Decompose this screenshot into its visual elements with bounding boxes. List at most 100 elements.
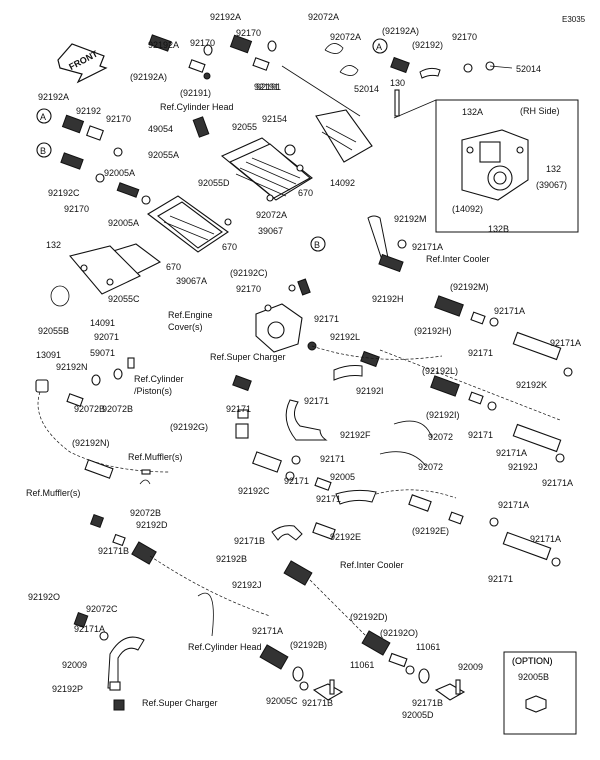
part-label: 92192F bbox=[340, 430, 371, 440]
part-label: (OPTION) bbox=[512, 656, 553, 666]
part-label: 92171 bbox=[284, 476, 309, 486]
part-label: 92192M bbox=[394, 214, 427, 224]
part-label: 92055A bbox=[148, 150, 179, 160]
part-label: 59071 bbox=[90, 348, 115, 358]
part-label: 92009 bbox=[458, 662, 483, 672]
part-label: 92192L bbox=[330, 332, 360, 342]
part-label: (92192B) bbox=[290, 640, 327, 650]
part-label: 92192A bbox=[38, 92, 69, 102]
part-label: 92191 bbox=[256, 82, 281, 92]
part-label: Ref.Cylinder bbox=[134, 374, 184, 384]
part-label: 92192H bbox=[372, 294, 404, 304]
part-label: 92171A bbox=[74, 624, 105, 634]
part-label: 92171B bbox=[412, 698, 443, 708]
part-label: 92192I bbox=[356, 386, 384, 396]
cover-assembly bbox=[50, 109, 373, 307]
part-label: (92192M) bbox=[450, 282, 489, 292]
bottom-section: (OPTION) bbox=[73, 612, 577, 735]
part-label: (39067) bbox=[536, 180, 567, 190]
part-label: 92171A bbox=[494, 306, 525, 316]
part-label: (92192A) bbox=[382, 26, 419, 36]
inset-title: (RH Side) bbox=[520, 106, 560, 116]
part-label: Ref.Cylinder Head bbox=[160, 102, 234, 112]
part-label: Ref.Cylinder Head bbox=[188, 642, 262, 652]
part-label: 92171 bbox=[320, 454, 345, 464]
part-label: 92072B bbox=[74, 404, 105, 414]
part-label: 92171 bbox=[316, 494, 341, 504]
part-label: 132B bbox=[488, 224, 509, 234]
callout-a-left: A bbox=[40, 112, 46, 122]
part-label: 92170 bbox=[64, 204, 89, 214]
option-title: (OPTION) bbox=[512, 656, 553, 666]
part-label: 14091 bbox=[90, 318, 115, 328]
right-hose-group bbox=[367, 215, 573, 567]
part-label: 92192A bbox=[148, 40, 179, 50]
part-label: 13091 bbox=[36, 350, 61, 360]
part-label: 92171A bbox=[412, 242, 443, 252]
callout-a-top: A bbox=[376, 42, 382, 52]
part-label: (14092) bbox=[452, 204, 483, 214]
part-label: 92005D bbox=[402, 710, 434, 720]
left-muffler-area bbox=[35, 357, 271, 637]
part-label: 52014 bbox=[354, 84, 379, 94]
part-label: 92055B bbox=[38, 326, 69, 336]
engine-cover-area bbox=[232, 278, 457, 641]
part-label: Ref.Super Charger bbox=[210, 352, 286, 362]
part-label: 92005B bbox=[518, 672, 549, 682]
part-label: 92171 bbox=[226, 404, 251, 414]
part-label: Cover(s) bbox=[168, 322, 203, 332]
part-label: (92192) bbox=[412, 40, 443, 50]
left-upper-hose-group: A B A B bbox=[36, 38, 388, 252]
part-label: 92071 bbox=[94, 332, 119, 342]
part-label: 92170 bbox=[190, 38, 215, 48]
part-label: (92192D) bbox=[350, 612, 388, 622]
part-label: (92192H) bbox=[414, 326, 452, 336]
callout-b-mid: B bbox=[314, 240, 320, 250]
part-label: 670 bbox=[166, 262, 181, 272]
rh-side-inset: (RH Side) bbox=[393, 99, 579, 233]
part-label: 670 bbox=[298, 188, 313, 198]
part-label: 92171A bbox=[252, 626, 283, 636]
part-label: 92072A bbox=[256, 210, 287, 220]
part-label: 92072 bbox=[418, 462, 443, 472]
part-label: 92192J bbox=[232, 580, 262, 590]
part-label: 92192 bbox=[76, 106, 101, 116]
part-label: 92171B bbox=[98, 546, 129, 556]
part-label: (92192N) bbox=[72, 438, 110, 448]
part-label: 92005A bbox=[108, 218, 139, 228]
part-label: 92192J bbox=[508, 462, 538, 472]
part-label: 92192N bbox=[56, 362, 88, 372]
part-label: 11061 bbox=[350, 660, 374, 670]
part-label: (92192L) bbox=[422, 366, 458, 376]
front-arrow: FRONT bbox=[57, 43, 108, 84]
part-label: 92171B bbox=[302, 698, 333, 708]
part-label: 92170 bbox=[236, 28, 261, 38]
drawing-code: E3035 bbox=[562, 15, 586, 24]
part-label: 92005 bbox=[330, 472, 355, 482]
part-label: 92072B bbox=[102, 404, 133, 414]
part-label: 92171A bbox=[550, 338, 581, 348]
part-label: 11061 bbox=[416, 642, 440, 652]
part-label: 92055C bbox=[108, 294, 140, 304]
part-label: Ref.Super Charger bbox=[142, 698, 218, 708]
part-label: 92072A bbox=[330, 32, 361, 42]
part-label: 92154 bbox=[262, 114, 287, 124]
part-label: 92192C bbox=[238, 486, 270, 496]
part-label: 52014 bbox=[516, 64, 541, 74]
part-label: 92171A bbox=[530, 534, 561, 544]
part-label: 92170 bbox=[452, 32, 477, 42]
part-label: 92192K bbox=[516, 380, 547, 390]
part-label: (92192C) bbox=[230, 268, 268, 278]
part-label: 130 bbox=[390, 78, 405, 88]
part-label: 92171 bbox=[468, 430, 493, 440]
part-label: 92192B bbox=[216, 554, 247, 564]
part-label: 92005C bbox=[266, 696, 298, 706]
part-label: 92171A bbox=[542, 478, 573, 488]
part-label: (92192O) bbox=[380, 628, 418, 638]
part-label: 92171B bbox=[234, 536, 265, 546]
part-label: 92192A bbox=[210, 12, 241, 22]
part-label: 92005A bbox=[104, 168, 135, 178]
part-label: 92192O bbox=[28, 592, 60, 602]
part-label: (92191) bbox=[180, 88, 211, 98]
